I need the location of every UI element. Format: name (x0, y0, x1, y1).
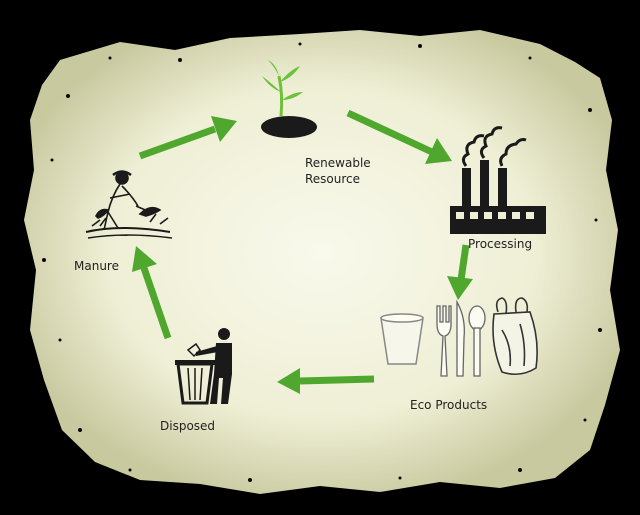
arrow-manure-to-renewable (138, 116, 237, 160)
cycle-arrows (132, 109, 473, 394)
plastic-bag-icon (492, 297, 538, 376)
label-renewable-resource: Renewable Resource (305, 155, 371, 187)
trash-bin-icon (175, 328, 232, 405)
label-eco-products: Eco Products (410, 398, 488, 412)
arrow-eco-products-to-disposed (277, 368, 375, 394)
arrow-processing-to-eco-products (447, 244, 473, 300)
arrow-renewable-to-processing (346, 109, 452, 164)
fork-icon (436, 305, 452, 377)
arrow-disposed-to-manure (132, 246, 172, 340)
eco-products-icon (380, 297, 538, 377)
label-renewable-line2: Resource (305, 172, 361, 187)
farmer-icon (85, 170, 173, 239)
knife-icon (456, 299, 465, 377)
label-renewable-line1: Renewable (305, 156, 371, 170)
paper-cup-icon (380, 313, 424, 365)
factory-icon (450, 126, 546, 234)
sprout-icon (261, 60, 317, 138)
spoon-icon (468, 305, 486, 377)
label-manure: Manure (74, 259, 119, 273)
label-processing: Processing (468, 237, 533, 251)
label-disposed: Disposed (160, 419, 216, 433)
panel-speckles (42, 42, 602, 482)
